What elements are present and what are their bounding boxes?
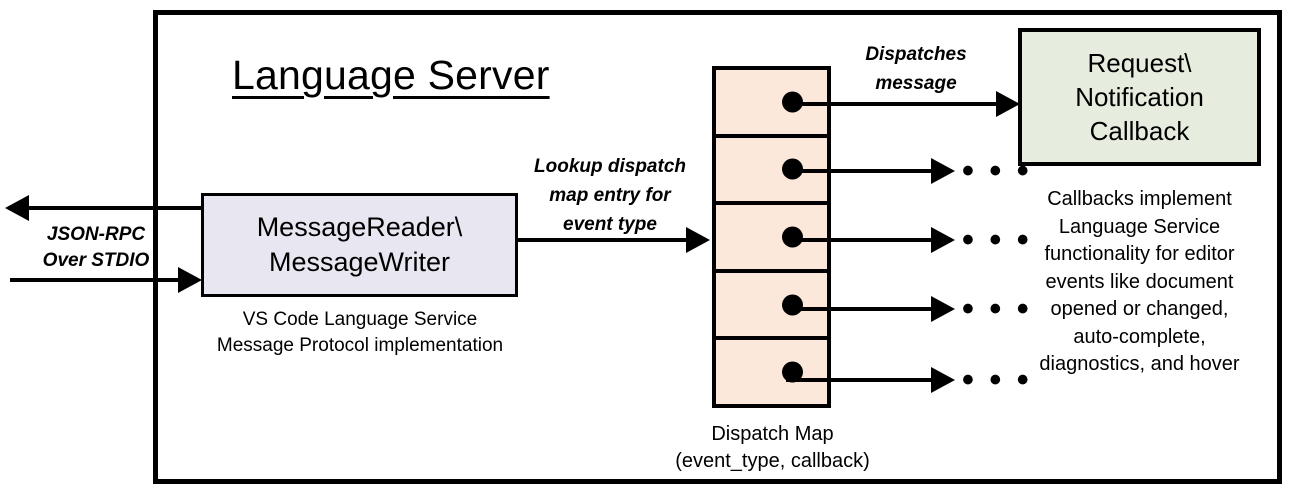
dispatch-row-5-arrowhead xyxy=(931,367,955,393)
lookup-label-line-1: Lookup dispatch xyxy=(534,156,686,177)
dispatch-map-row[interactable] xyxy=(716,70,827,138)
dispatch-row-1-arrowhead xyxy=(996,91,1020,117)
dispatch-row-2-line xyxy=(786,169,933,173)
request-notification-callback-box[interactable]: Request\ Notification Callback xyxy=(1018,28,1261,166)
callback-pointer-dot-icon xyxy=(782,294,803,316)
callback-pointer-dot-icon xyxy=(782,91,803,113)
jsonrpc-label-line-2: Over STDIO xyxy=(42,250,150,271)
lookup-dispatch-label: Lookup dispatch map entry for event type xyxy=(515,152,705,239)
callback-caption-line-2: Language Service xyxy=(1058,215,1221,238)
dispatches-message-line-1: Dispatches xyxy=(865,44,967,65)
message-caption-line-2: Message Protocol implementation xyxy=(216,335,504,356)
callback-caption-line-6: auto-complete, xyxy=(1073,325,1206,348)
callback-pointer-dot-icon xyxy=(782,361,803,383)
dispatch-row-1-line xyxy=(786,102,1000,106)
dispatches-message-line-2: message xyxy=(875,73,957,94)
dispatch-row-4-arrowhead xyxy=(931,296,955,322)
jsonrpc-in-arrowhead xyxy=(178,267,202,293)
callback-box-line-1: Request\ xyxy=(1087,48,1192,78)
dispatch-map-table[interactable] xyxy=(712,66,831,408)
callback-caption-line-4: events like document xyxy=(1045,270,1234,293)
dispatch-map-row[interactable] xyxy=(716,340,827,404)
dispatch-row-3-line xyxy=(786,238,933,242)
callback-pointer-dot-icon xyxy=(782,226,803,248)
lookup-arrow-line xyxy=(518,238,688,242)
dispatch-map-caption-line-2: (event_type, callback) xyxy=(675,450,870,472)
dispatch-row-3-arrowhead xyxy=(931,227,955,253)
dispatch-map-caption-line-1: Dispatch Map xyxy=(711,423,834,445)
lookup-arrow-head xyxy=(686,227,710,253)
dispatch-row-5-line xyxy=(786,378,933,382)
message-box-line-1: MessageReader\ xyxy=(256,212,463,242)
jsonrpc-protocol-label: JSON-RPC Over STDIO xyxy=(26,222,166,274)
dispatch-row-2-arrowhead xyxy=(931,158,955,184)
message-reader-writer-box[interactable]: MessageReader\ MessageWriter xyxy=(201,193,518,297)
callback-box-caption: Callbacks implement Language Service fun… xyxy=(1012,186,1267,379)
callback-caption-line-3: functionality for editor xyxy=(1044,243,1235,265)
lookup-label-line-2: map entry for xyxy=(549,185,671,206)
callback-box-line-2: Notification xyxy=(1075,82,1204,112)
language-server-boundary xyxy=(153,10,1282,484)
callback-box-line-3: Callback xyxy=(1089,116,1190,146)
jsonrpc-out-arrowhead xyxy=(5,195,29,221)
message-box-caption: VS Code Language Service Message Protoco… xyxy=(180,307,540,359)
jsonrpc-in-line xyxy=(10,278,180,282)
callback-caption-line-5: opened or changed, xyxy=(1050,298,1229,320)
lookup-label-line-3: event type xyxy=(563,214,657,235)
message-box-line-2: MessageWriter xyxy=(268,247,451,277)
page-title: Language Server xyxy=(232,52,550,98)
callback-caption-line-7: diagnostics, and hover xyxy=(1039,353,1240,375)
jsonrpc-label-line-1: JSON-RPC xyxy=(46,224,146,245)
dispatches-message-label: Dispatches message xyxy=(836,40,996,98)
dispatch-map-caption: Dispatch Map (event_type, callback) xyxy=(640,421,905,475)
jsonrpc-out-line xyxy=(28,206,203,210)
callback-caption-line-1: Callbacks implement xyxy=(1047,188,1232,210)
dispatch-row-4-line xyxy=(786,307,933,311)
message-caption-line-1: VS Code Language Service xyxy=(242,309,478,330)
dispatch-map-row[interactable] xyxy=(716,205,827,273)
